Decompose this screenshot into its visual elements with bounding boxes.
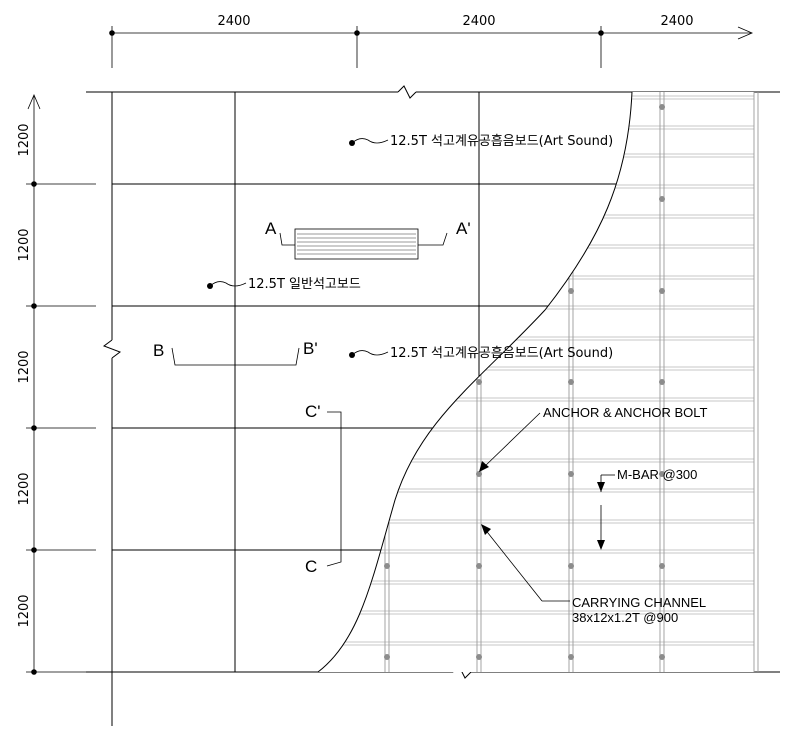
top-dimension: 2400 2400 2400 <box>109 14 754 68</box>
dim-top-3: 2400 <box>660 14 693 29</box>
callout-carrying: CARRYING CHANNEL 38x12x1.2T @900 <box>481 524 706 625</box>
dim-left-4: 1200 <box>17 472 32 505</box>
break-curve <box>317 91 633 673</box>
dim-left-5: 1200 <box>17 594 32 627</box>
note-gypsum: 12.5T 일반석고보드 <box>207 277 361 292</box>
callout-anchor-text: ANCHOR & ANCHOR BOLT <box>543 405 708 420</box>
section-c: C' C <box>305 402 342 576</box>
section-a-prime-label: A' <box>456 219 471 238</box>
section-a: A A' <box>265 219 471 260</box>
section-b-label: B <box>153 341 164 360</box>
section-c-prime-label: C' <box>305 402 321 421</box>
left-dimension: 1200 1200 1200 1200 1200 <box>17 93 96 675</box>
note-art-sound-1-text: 12.5T 석고계유공흡음보드(Art Sound) <box>390 134 613 149</box>
section-b-prime-label: B' <box>303 339 318 358</box>
section-a-label: A <box>265 219 277 238</box>
section-c-label: C <box>305 557 317 576</box>
dim-left-3: 1200 <box>17 350 32 383</box>
dim-top-2: 2400 <box>462 14 495 29</box>
callout-carrying-text-2: 38x12x1.2T @900 <box>572 610 678 625</box>
note-gypsum-text: 12.5T 일반석고보드 <box>248 277 361 292</box>
note-art-sound-1: 12.5T 석고계유공흡음보드(Art Sound) <box>349 134 613 149</box>
dim-top-1: 2400 <box>217 14 250 29</box>
note-art-sound-2: 12.5T 석고계유공흡음보드(Art Sound) <box>349 346 613 361</box>
section-b: B B' <box>153 339 318 366</box>
callout-carrying-text-1: CARRYING CHANNEL <box>572 595 706 610</box>
framing-region <box>318 92 754 672</box>
dim-left-2: 1200 <box>17 228 32 261</box>
dim-left-1: 1200 <box>17 123 32 156</box>
callout-mbar-text: M-BAR @300 <box>617 467 697 482</box>
callout-anchor: ANCHOR & ANCHOR BOLT <box>479 405 708 472</box>
note-art-sound-2-text: 12.5T 석고계유공흡음보드(Art Sound) <box>390 346 613 361</box>
callout-mbar: M-BAR @300 <box>597 467 697 550</box>
right-wall <box>753 92 759 672</box>
